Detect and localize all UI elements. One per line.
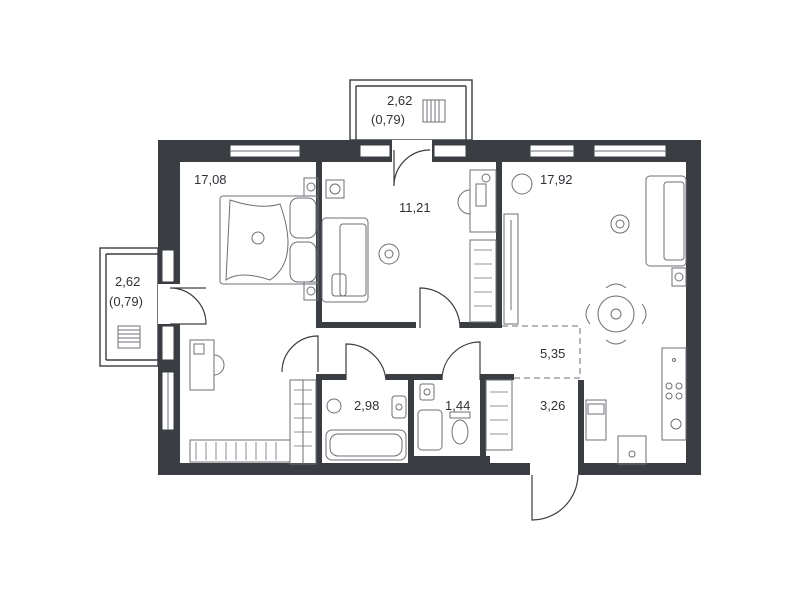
- doors: [169, 149, 579, 521]
- interior-walls: [316, 162, 584, 466]
- windows-top: [229, 140, 667, 162]
- burner-icon: [665, 382, 673, 390]
- plant-icon: [511, 173, 533, 195]
- radiator-icon: [422, 99, 446, 123]
- living-furniture: [503, 173, 687, 465]
- plant-icon: [378, 243, 400, 265]
- balcony-top-area: 2,62: [387, 93, 412, 108]
- bedroom-area: 17,08: [194, 172, 227, 187]
- exterior-walls: [158, 140, 701, 475]
- bedroom-furniture: [189, 177, 319, 465]
- living-kitchen-area: 17,92: [540, 172, 573, 187]
- toilet-icon: [451, 419, 469, 445]
- sink-icon: [670, 418, 682, 430]
- balcony-left-area-reduced: (0,79): [109, 294, 143, 309]
- bathroom-area: 2,98: [354, 398, 379, 413]
- dining-table: [597, 295, 635, 333]
- bathroom-furniture: [325, 395, 407, 461]
- balcony-left: [99, 247, 159, 367]
- bathtub: [325, 429, 407, 461]
- toilet-area: 1,44: [445, 398, 470, 413]
- burner-icon: [675, 392, 683, 400]
- room-middle-area: 11,21: [399, 200, 431, 215]
- zone-dividers: [502, 325, 581, 379]
- hallway-area: 5,35: [540, 346, 565, 361]
- toilet-furniture: [417, 383, 471, 451]
- plant-icon: [610, 214, 630, 234]
- burner-icon: [675, 382, 683, 390]
- entry-area: 3,26: [540, 398, 565, 413]
- entry-furniture: [485, 379, 607, 451]
- radiator-icon: [117, 325, 141, 349]
- balcony-top: [349, 79, 473, 141]
- wardrobe-hatch: [195, 389, 312, 460]
- washbasin: [391, 395, 407, 419]
- balcony-left-area: 2,62: [115, 274, 140, 289]
- middle-room-furniture: [321, 169, 497, 323]
- teddy-icon: [251, 231, 265, 245]
- balcony-top-area-reduced: (0,79): [371, 112, 405, 127]
- burner-icon: [665, 392, 673, 400]
- area-labels: 2,62 (0,79) 2,62 (0,79) 17,08 11,21 17,9…: [109, 93, 573, 413]
- windows-left: [158, 249, 180, 431]
